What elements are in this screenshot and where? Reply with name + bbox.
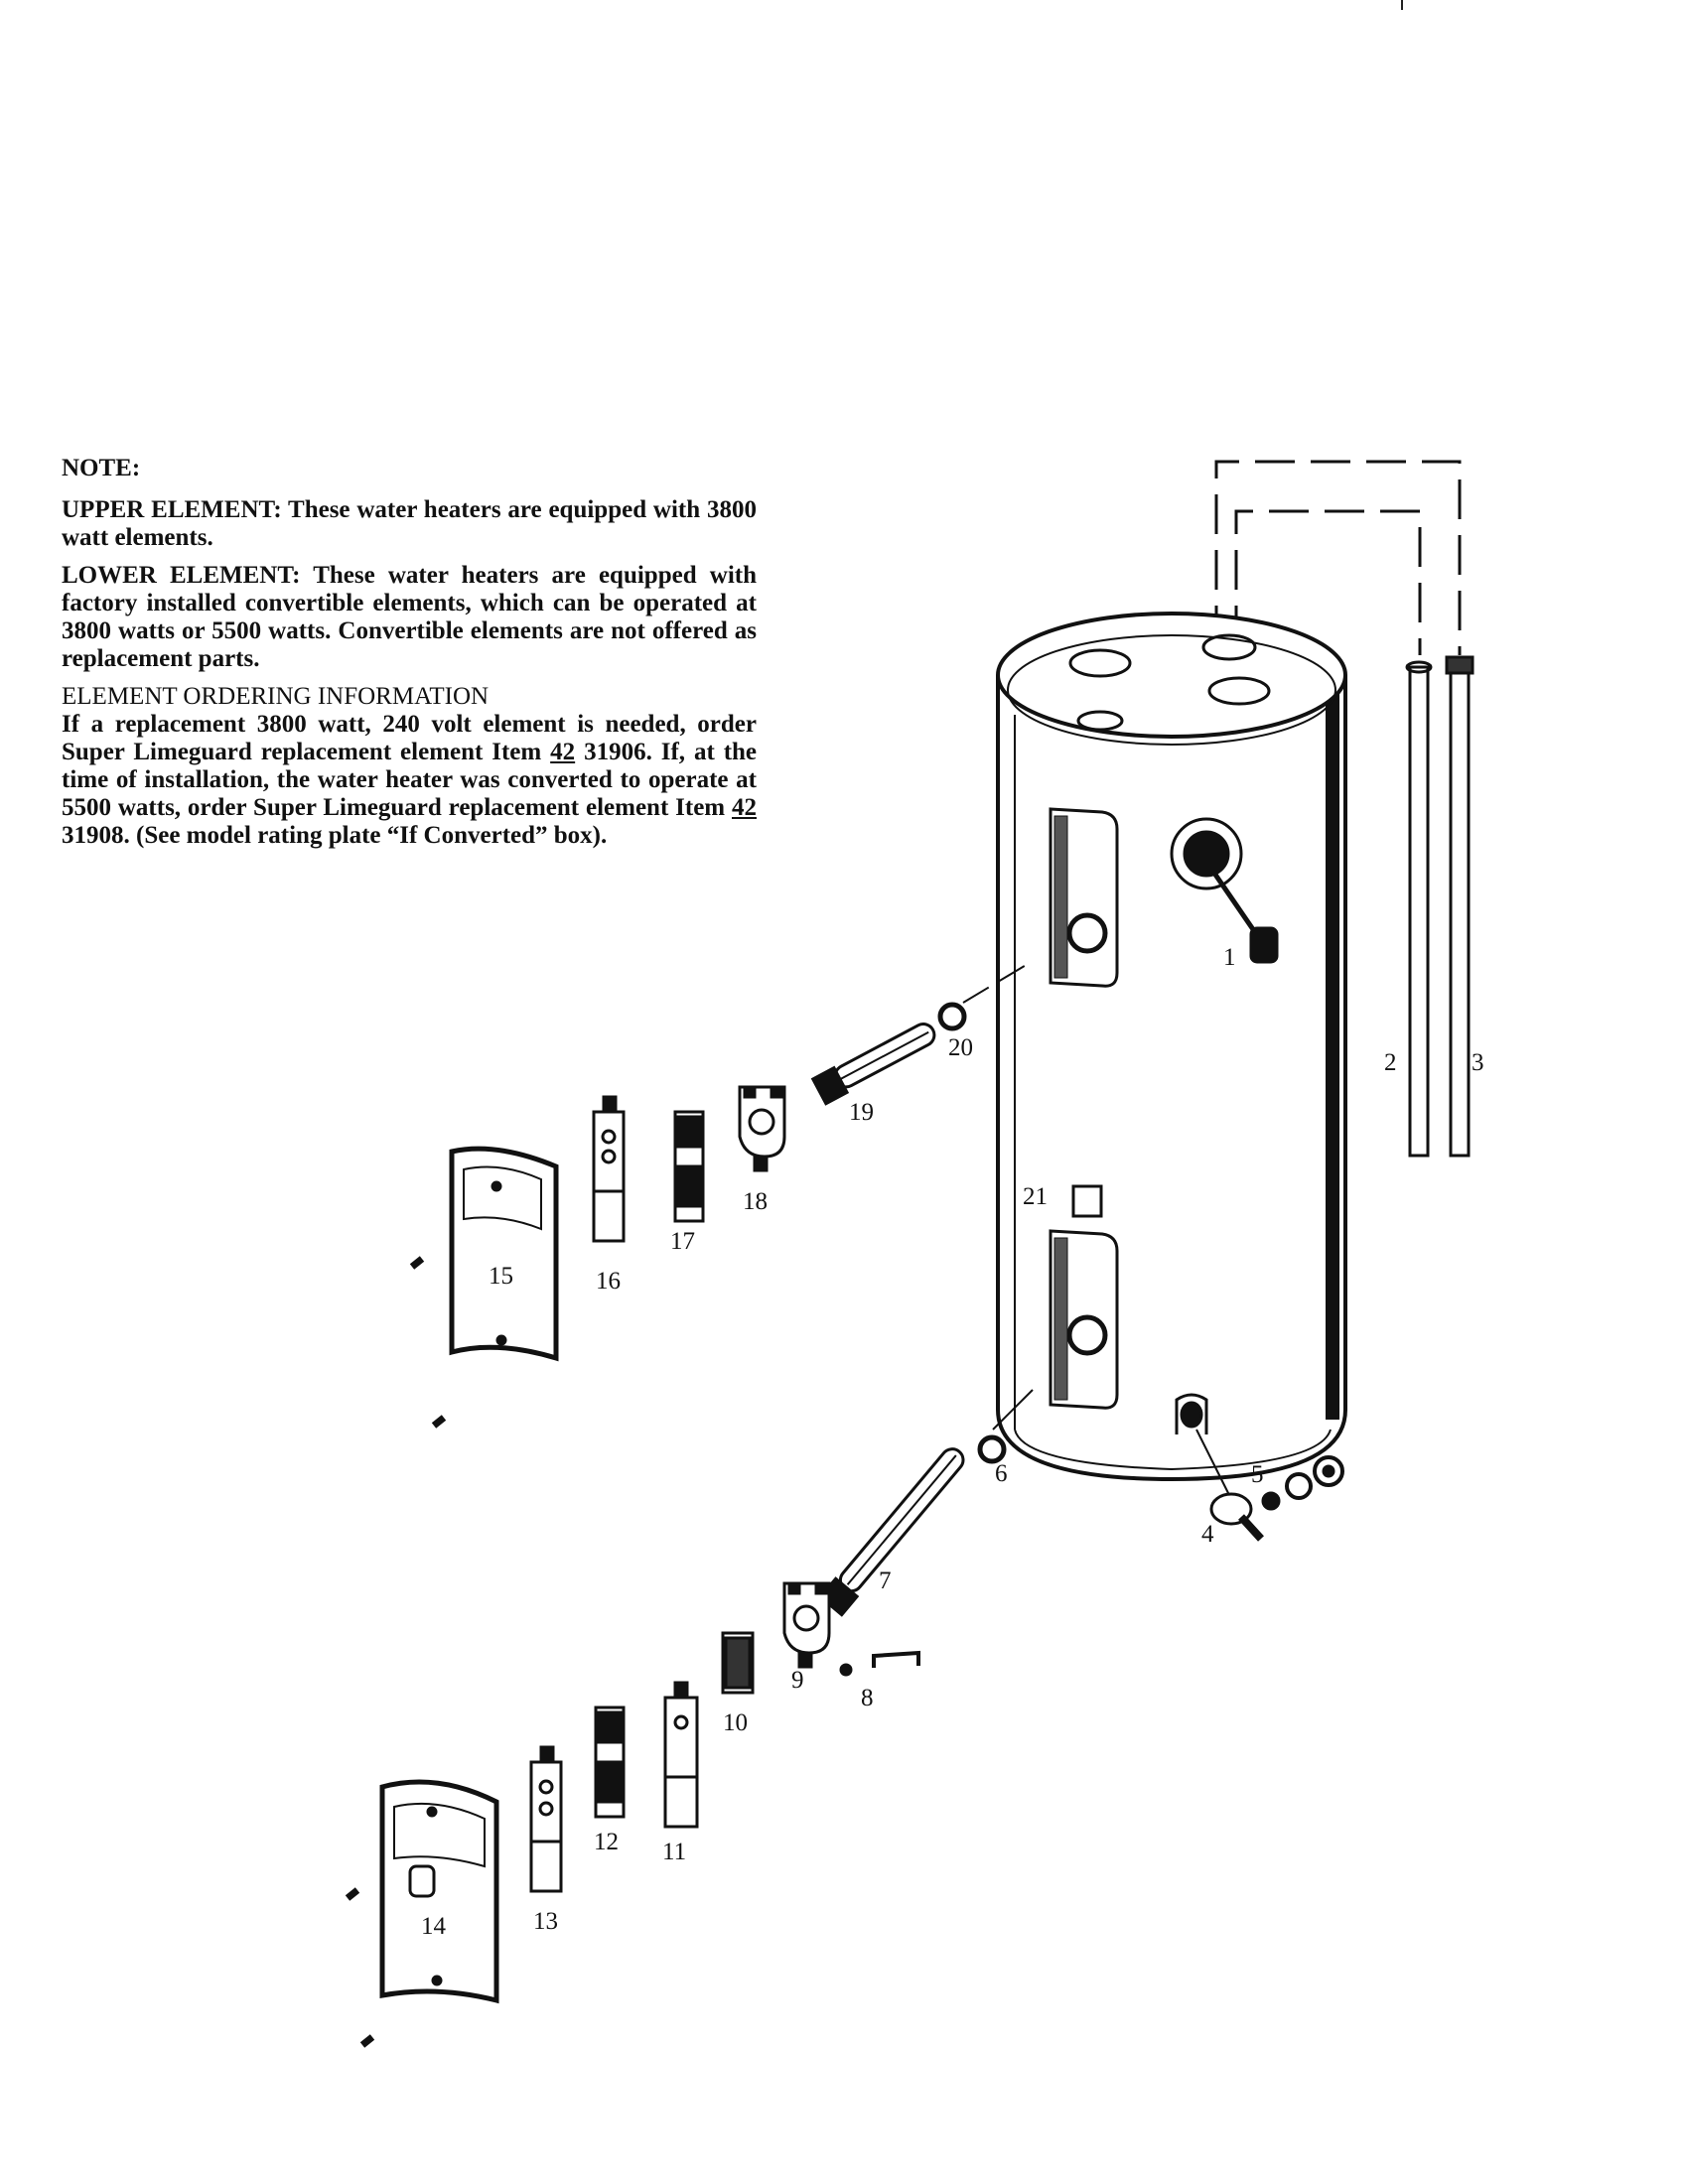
callout-3: 3 (1472, 1049, 1484, 1076)
gasket-part-20 (937, 1002, 967, 1031)
lower-access-cover-part-14 (379, 1779, 499, 2004)
upper-element-label: UPPER ELEMENT: (62, 496, 282, 523)
ordering-text-part-3: (See model rating plate “If Converted” b… (136, 822, 608, 849)
callout-21: 21 (1023, 1183, 1048, 1210)
upper-element-note: UPPER ELEMENT: These water heaters are e… (62, 496, 757, 552)
callout-6: 6 (995, 1460, 1008, 1487)
note-heading: NOTE: (62, 455, 141, 481)
ordering-heading: ELEMENT ORDERING INFORMATION (62, 683, 490, 710)
upper-thermostat-part-17 (673, 1110, 705, 1223)
lower-insulation-part-13 (529, 1745, 563, 1893)
upper-heating-element-part-19 (810, 1023, 936, 1106)
leader-line-lower (992, 1389, 1034, 1431)
callout-5: 5 (1251, 1461, 1264, 1488)
ordering-text: If a replacement 3800 watt, 240 volt ele… (62, 711, 757, 850)
callout-19: 19 (849, 1099, 874, 1126)
callout-18: 18 (743, 1188, 768, 1215)
lower-element-note: LOWER ELEMENT: These water heaters are e… (62, 562, 757, 673)
rating-label-part-21 (1071, 1184, 1103, 1218)
callout-14: 14 (421, 1913, 447, 1940)
gasket-part-6 (977, 1434, 1007, 1464)
lower-heating-element-part-7 (818, 1447, 965, 1617)
lower-element-text: These water heaters are equipped with fa… (62, 562, 757, 672)
upper-element-text: These water heaters are equipped with 38… (62, 496, 757, 551)
callout-labels: 1 2 3 4 5 6 7 8 9 10 11 12 13 14 15 16 1… (421, 944, 1484, 1940)
clip-part-8 (839, 1650, 920, 1677)
note-block: NOTE: UPPER ELEMENT: These water heaters… (62, 455, 757, 850)
lower-thermostat-part-12 (594, 1706, 626, 1819)
callout-17: 17 (670, 1228, 695, 1255)
ordering-text-part-1: If a replacement 3800 watt, 240 volt ele… (62, 711, 757, 765)
item-prefix-2: 42 (732, 794, 757, 821)
leader-line-upper (962, 960, 1034, 1004)
screw-lower-2 (359, 2034, 375, 2048)
drain-fittings-part-5 (1261, 1455, 1344, 1511)
callout-1: 1 (1223, 944, 1236, 971)
callout-12: 12 (594, 1829, 619, 1855)
upper-insulation-part-16 (592, 1095, 626, 1243)
callout-7: 7 (879, 1568, 892, 1594)
upper-access-cover-part-15 (449, 1146, 559, 1362)
callout-16: 16 (596, 1268, 621, 1295)
item-number-2: 31908. (62, 822, 130, 849)
screw-upper-1 (409, 1256, 425, 1270)
screw-lower-1 (345, 1887, 360, 1901)
ordering-text-part-2: If, at the time of installation, the wat… (62, 739, 758, 821)
callout-10: 10 (723, 1709, 748, 1736)
lower-thermostat-part-10 (721, 1631, 755, 1695)
item-number-1: 31906. (584, 739, 652, 765)
anode-rod-2 (1405, 660, 1433, 1158)
corner-tick-mark (1401, 0, 1403, 10)
upper-access-opening (1049, 807, 1119, 988)
item-prefix-1: 42 (550, 739, 576, 765)
callout-13: 13 (533, 1908, 558, 1935)
relief-valve-part-1 (1170, 817, 1279, 964)
anode-dashed-connectors (1214, 460, 1462, 655)
drain-valve-part-4 (1175, 1393, 1264, 1542)
callout-2: 2 (1384, 1049, 1397, 1076)
callout-4: 4 (1201, 1521, 1214, 1548)
lower-insulation-part-11 (663, 1681, 699, 1829)
callout-11: 11 (662, 1839, 686, 1865)
anode-rod-3 (1445, 655, 1474, 1158)
lower-element-label: LOWER ELEMENT: (62, 562, 301, 589)
callout-8: 8 (861, 1685, 874, 1711)
screw-upper-2 (431, 1415, 447, 1429)
callout-9: 9 (791, 1667, 804, 1694)
lower-thermostat-bracket-part-9 (782, 1581, 831, 1669)
callout-20: 20 (948, 1034, 973, 1061)
upper-thermostat-bracket-part-18 (738, 1085, 786, 1172)
callout-15: 15 (489, 1263, 513, 1290)
lower-access-opening (1049, 1229, 1119, 1410)
